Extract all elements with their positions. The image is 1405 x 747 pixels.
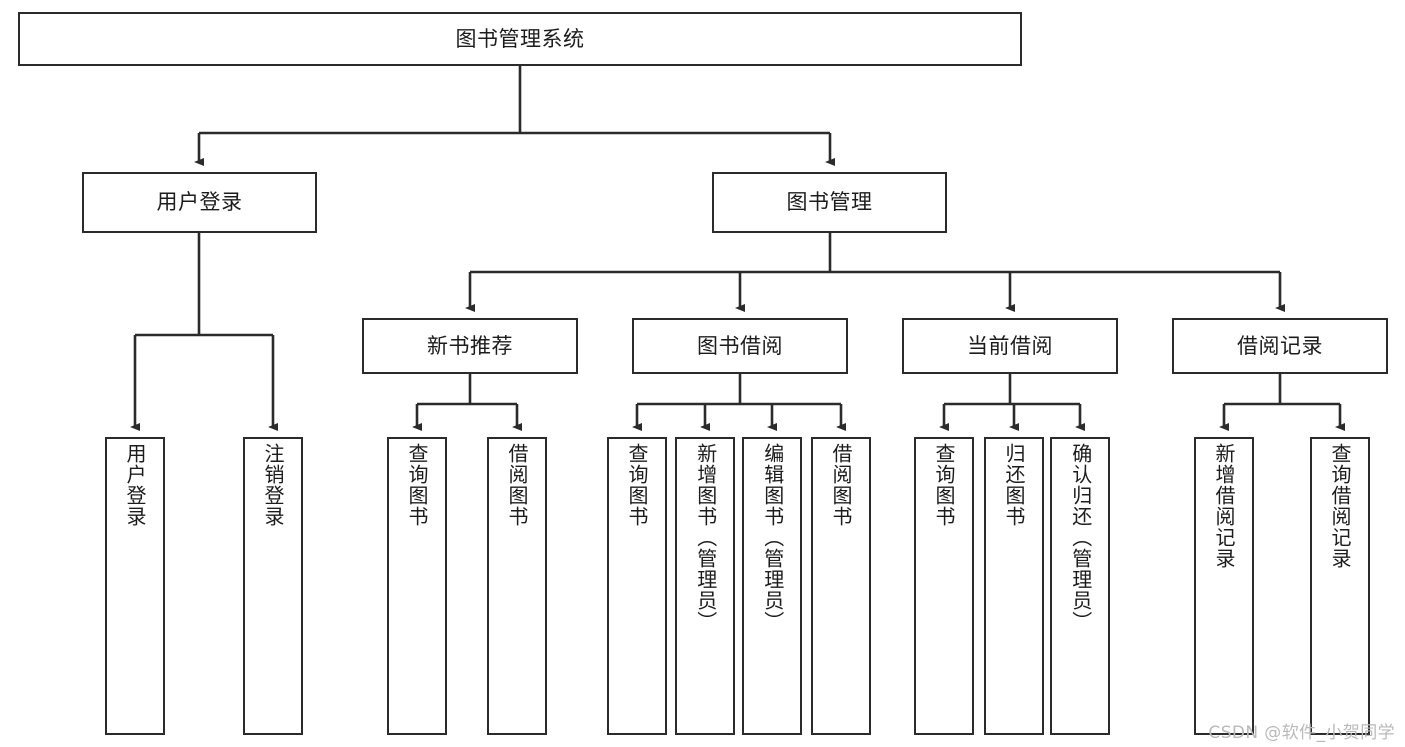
node-label: 归还图书 — [1002, 443, 1026, 527]
node-label: 查询借阅记录 — [1328, 443, 1352, 569]
node-label: 借阅图书 — [829, 443, 853, 527]
node-label: 新增借阅记录 — [1212, 443, 1236, 569]
node-label: 借阅记录 — [1237, 333, 1323, 358]
leaf-record-query-borrow-record[interactable]: 查询借阅记录 — [1310, 437, 1370, 735]
leaf-recommend-query-book[interactable]: 查询图书 — [387, 437, 447, 735]
leaf-borrow-edit-book-admin[interactable]: 编辑图书（管理员） — [742, 437, 802, 735]
leaf-record-add-borrow-record[interactable]: 新增借阅记录 — [1194, 437, 1254, 735]
node-label: 图书管理 — [786, 190, 873, 215]
node-current-borrow[interactable]: 当前借阅 — [902, 318, 1118, 374]
node-label: 新增图书（管理员） — [693, 443, 718, 632]
leaf-recommend-borrow-book[interactable]: 借阅图书 — [487, 437, 547, 735]
node-label: 查询图书 — [405, 443, 429, 527]
node-label: 编辑图书（管理员） — [760, 443, 785, 632]
node-label: 当前借阅 — [967, 333, 1053, 358]
node-label: 用户登录 — [123, 443, 147, 527]
leaf-current-return-book[interactable]: 归还图书 — [984, 437, 1044, 735]
node-new-book-recommend[interactable]: 新书推荐 — [362, 318, 578, 374]
node-root-book-management-system[interactable]: 图书管理系统 — [18, 12, 1022, 66]
leaf-user-login-logout[interactable]: 注销登录 — [243, 437, 303, 735]
node-book-management[interactable]: 图书管理 — [712, 172, 947, 233]
node-label: 注销登录 — [261, 443, 285, 527]
node-label: 借阅图书 — [505, 443, 529, 527]
node-label: 新书推荐 — [427, 333, 513, 358]
leaf-user-login-login[interactable]: 用户登录 — [105, 437, 165, 735]
node-label: 确认归还（管理员） — [1068, 443, 1093, 632]
node-borrow-record[interactable]: 借阅记录 — [1172, 318, 1388, 374]
node-label: 查询图书 — [932, 443, 956, 527]
leaf-borrow-query-book[interactable]: 查询图书 — [607, 437, 667, 735]
leaf-borrow-borrow-book[interactable]: 借阅图书 — [811, 437, 871, 735]
node-label: 图书借阅 — [697, 333, 783, 358]
node-label: 用户登录 — [156, 190, 243, 215]
node-label: 图书管理系统 — [455, 26, 585, 51]
node-label: 查询图书 — [625, 443, 649, 527]
leaf-borrow-add-book-admin[interactable]: 新增图书（管理员） — [675, 437, 735, 735]
leaf-current-confirm-return-admin[interactable]: 确认归还（管理员） — [1050, 437, 1110, 735]
node-user-login[interactable]: 用户登录 — [82, 172, 317, 233]
watermark-text: CSDN @软件_小贺同学 — [1208, 723, 1395, 743]
leaf-current-query-book[interactable]: 查询图书 — [914, 437, 974, 735]
node-book-borrow[interactable]: 图书借阅 — [632, 318, 848, 374]
